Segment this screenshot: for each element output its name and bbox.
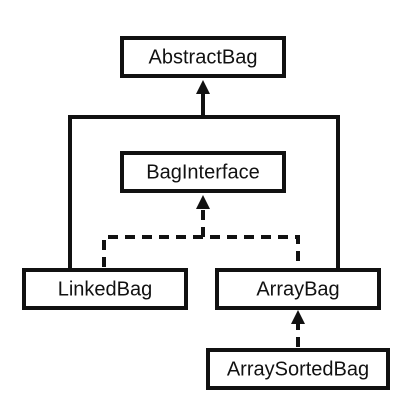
node-arraysortedbag: ArraySortedBag (206, 348, 390, 390)
node-abstractbag: AbstractBag (120, 36, 286, 78)
node-linkedbag: LinkedBag (22, 268, 188, 310)
arrowhead-arraybag (291, 310, 305, 324)
node-linkedbag-label: LinkedBag (58, 278, 153, 300)
node-abstractbag-label: AbstractBag (149, 46, 258, 68)
edges-solid (68, 80, 340, 269)
arrowhead-abstractbag (196, 80, 210, 94)
edges-dashed (102, 195, 300, 267)
edge-arraysortedbag-group (291, 310, 305, 347)
node-arraybag: ArrayBag (215, 268, 381, 310)
node-arraysortedbag-label: ArraySortedBag (227, 358, 369, 380)
edge-linkedbag-to-baginterface (102, 235, 300, 267)
node-baginterface-label: BagInterface (146, 161, 259, 183)
node-baginterface: BagInterface (120, 151, 286, 193)
arrowhead-baginterface (196, 195, 210, 209)
node-arraybag-label: ArrayBag (256, 278, 339, 300)
